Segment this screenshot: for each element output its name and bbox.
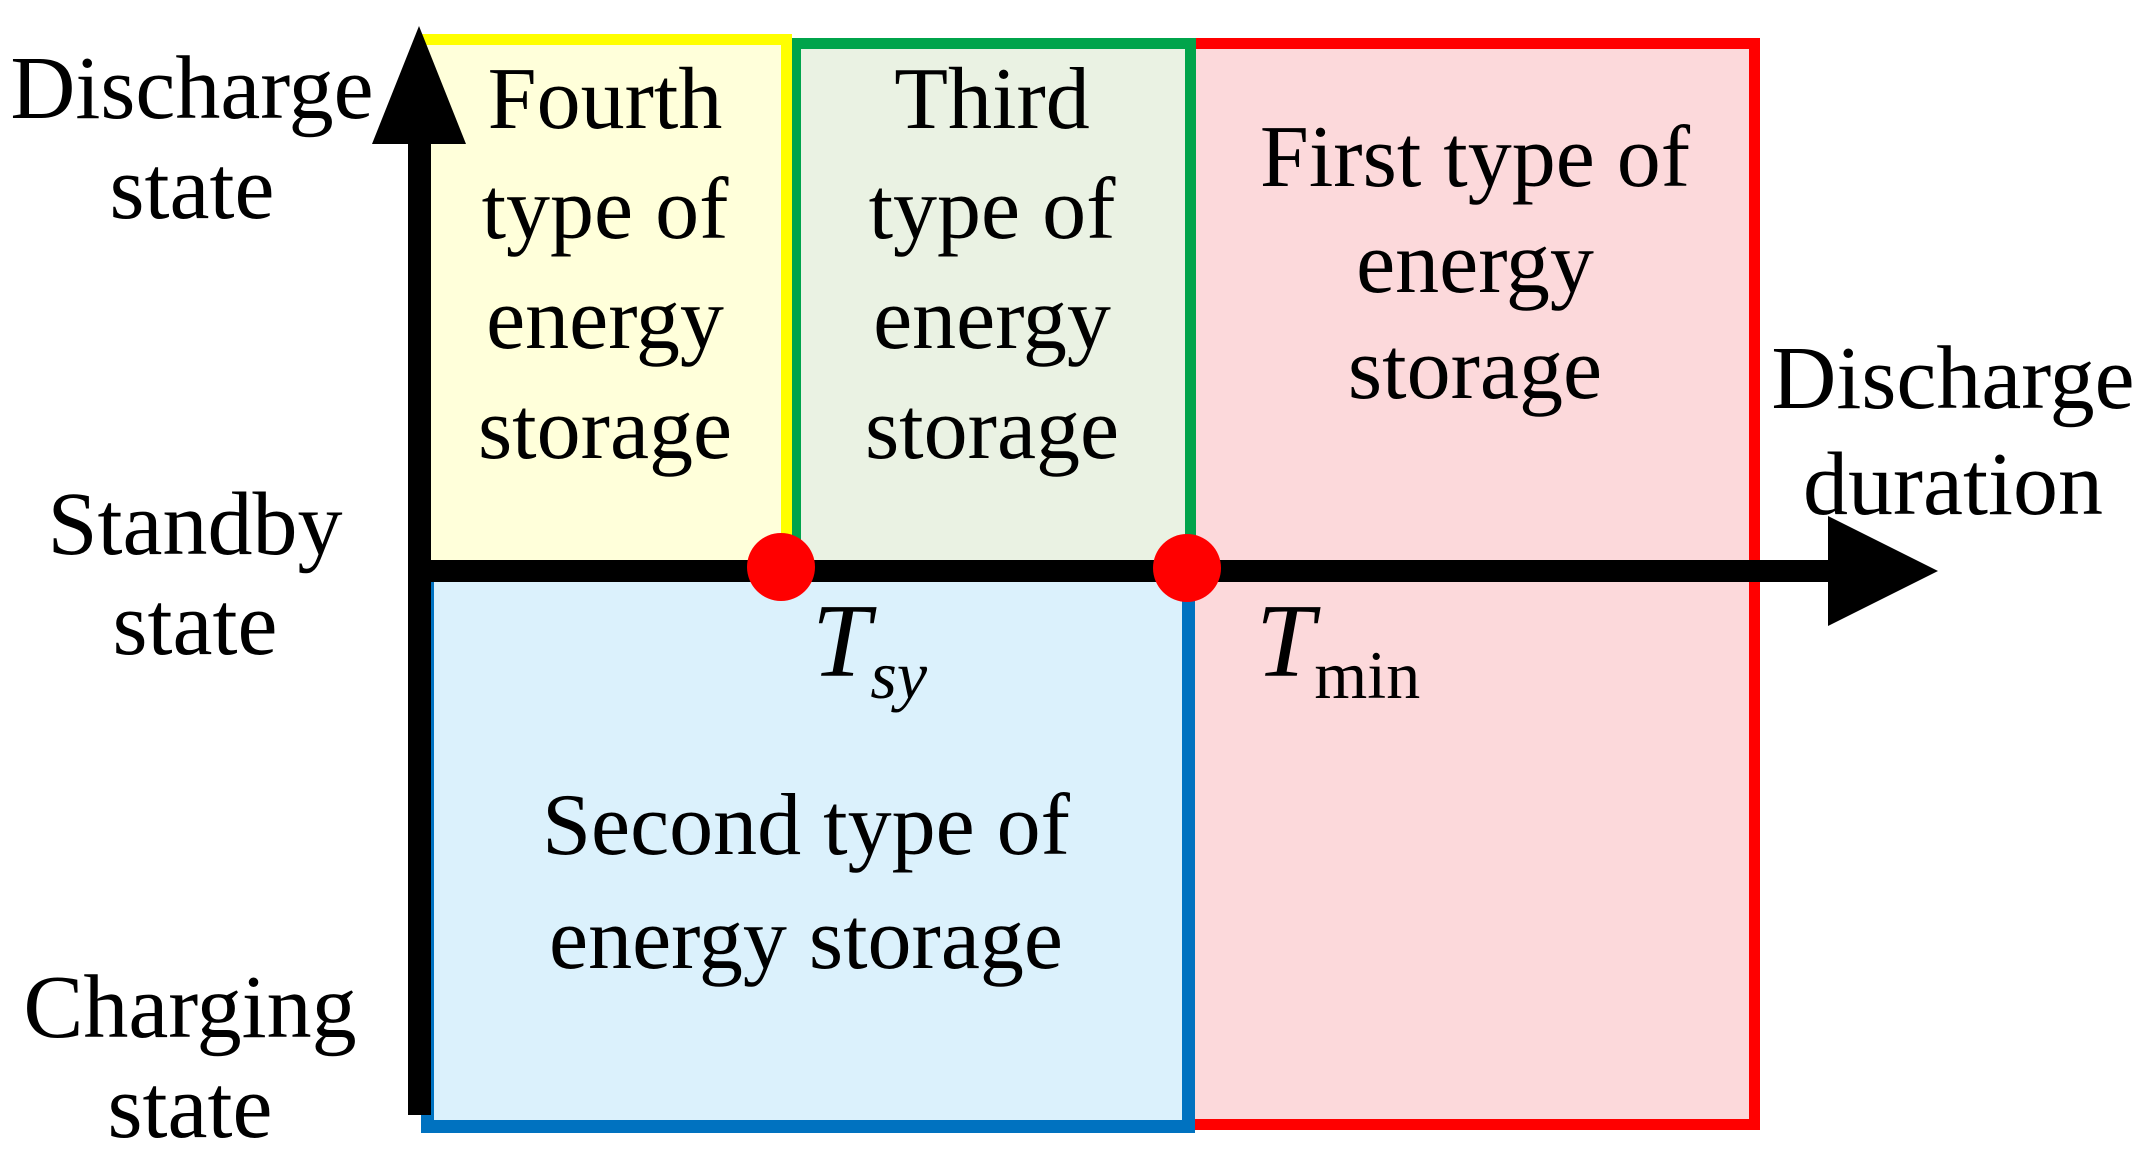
label-line: storage: [1347, 321, 1603, 418]
label-line: energy storage: [549, 891, 1063, 988]
label-line: Discharge: [1771, 329, 2135, 428]
t-sy-point-marker: [747, 533, 815, 601]
region-first-type-label: First type of energy storage: [1260, 105, 1690, 423]
label-line: Third: [894, 51, 1090, 148]
y-axis-arrowhead-icon: [372, 26, 466, 144]
label-line: energy: [873, 271, 1111, 368]
label-line: storage: [477, 381, 733, 478]
label-line: Second type of: [542, 777, 1070, 874]
label-line: state: [112, 575, 278, 674]
t-sy-base: T: [812, 582, 871, 699]
t-min-base: T: [1256, 582, 1315, 699]
label-line: Fourth: [487, 51, 723, 148]
region-third-type-box: [790, 38, 1196, 565]
y-axis-label-charging-state: Charging state: [23, 958, 356, 1158]
label-line: type of: [481, 161, 729, 258]
y-axis-label-standby-state: Standby state: [47, 475, 342, 675]
region-fourth-type-label: Fourth type of energy storage: [478, 45, 732, 485]
x-axis-arrowhead-icon: [1828, 516, 1938, 626]
label-line: Discharge: [10, 39, 374, 138]
label-line: energy: [1356, 215, 1594, 312]
region-second-type-box: [421, 561, 1195, 1133]
y-axis-line: [408, 100, 431, 1115]
label-line: Standby: [47, 475, 343, 574]
y-axis-label-discharge-state: Discharge state: [10, 39, 373, 239]
label-line: state: [109, 139, 275, 238]
label-line: type of: [868, 161, 1116, 258]
t-min-point-marker: [1153, 534, 1221, 602]
label-line: storage: [864, 381, 1120, 478]
region-third-type-label: Third type of energy storage: [865, 45, 1119, 485]
region-second-type-label: Second type of energy storage: [542, 769, 1070, 997]
label-line: Charging: [23, 958, 357, 1057]
t-min-label: Tmin: [1256, 588, 1420, 709]
x-axis-label-discharge-duration: Discharge duration: [1771, 326, 2134, 538]
label-line: energy: [486, 271, 724, 368]
t-min-subscript: min: [1314, 637, 1421, 713]
label-line: state: [107, 1058, 273, 1157]
t-sy-subscript: sy: [870, 637, 928, 713]
x-axis-line: [408, 560, 1830, 582]
t-sy-label: Tsy: [812, 588, 927, 709]
region-fourth-type-box: [418, 34, 792, 565]
label-line: First type of: [1259, 109, 1691, 206]
label-line: duration: [1803, 435, 2103, 534]
